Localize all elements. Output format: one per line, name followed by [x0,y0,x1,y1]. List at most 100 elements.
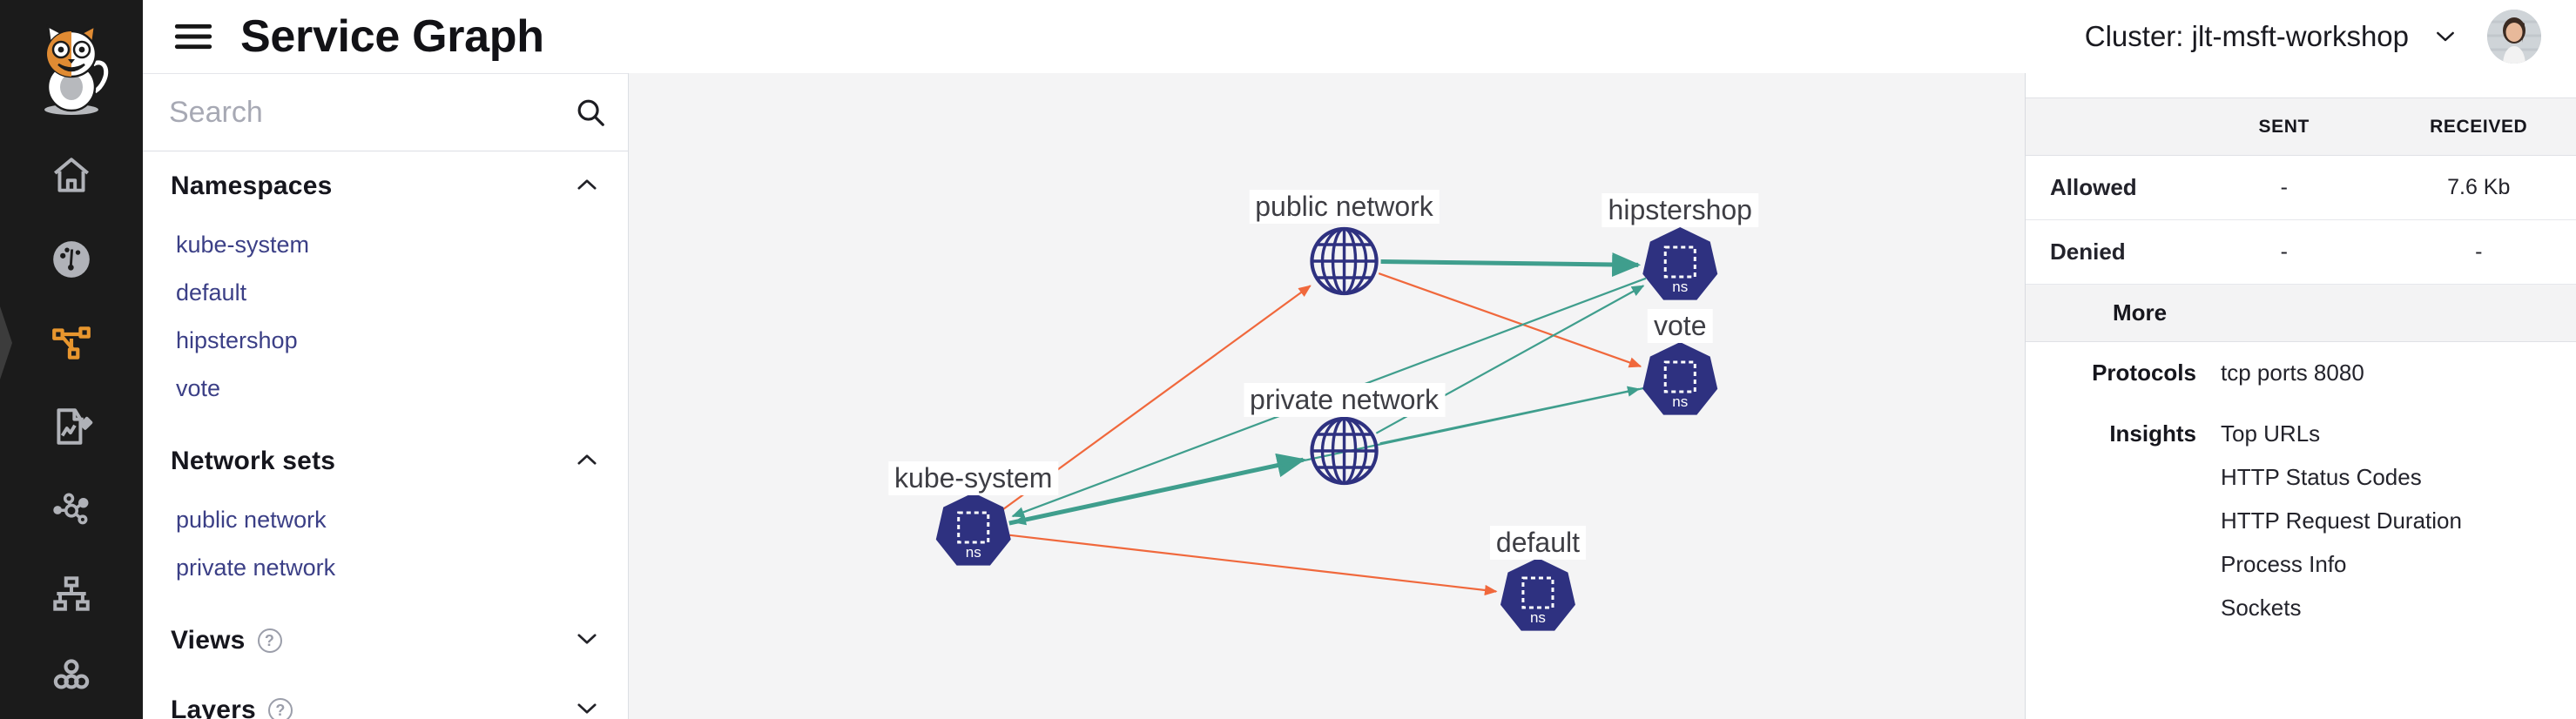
namespace-link-kube-system[interactable]: kube-system [176,232,310,258]
sitemap-icon [50,572,93,615]
column-header-sent: SENT [2187,97,2382,156]
section-title-wrap: Views ? [171,626,282,655]
graph-node-vote[interactable]: ns [1642,342,1718,415]
search-icon[interactable] [574,96,607,129]
row-label-allowed: Allowed [2026,155,2187,220]
insight-process-info[interactable]: Process Info [2221,551,2347,577]
insight-http-status-codes[interactable]: HTTP Status Codes [2221,464,2422,490]
chevron-down-icon[interactable] [572,694,602,719]
filter-panel: Namespaces kube-system default hipstersh… [143,0,654,719]
row-label-denied: Denied [2026,219,2187,285]
graph-node-kube-system[interactable]: ns [935,493,1011,566]
top-header: Service Graph Cluster: jlt-msft-workshop [143,0,2576,73]
node-sublabel: ns [1530,609,1546,626]
graph-node-default[interactable]: ns [1500,558,1575,631]
question-circle-icon[interactable]: ? [267,698,293,719]
chevron-up-icon[interactable] [572,170,602,204]
section-title: Namespaces [171,171,333,200]
insight-top-urls[interactable]: Top URLs [2221,420,2321,447]
sidebar-item-home[interactable] [0,134,143,218]
graph-node-label-default: default [1489,526,1586,560]
avatar[interactable] [2487,10,2541,64]
table-row: Allowed - 7.6 Kb [2026,155,2576,220]
service-graph-canvas[interactable]: Namespaces from 15 minutes to 0 minutes … [629,0,2026,719]
section-header-network-sets[interactable]: Network sets [143,427,628,496]
section-title: Views [171,626,246,655]
cluster-nodes-icon [50,655,93,699]
section-body-namespaces: kube-system default hipstershop vote [143,221,628,427]
traffic-table: SENT RECEIVED Allowed - 7.6 Kb Denied - … [2026,97,2576,285]
graph-edge[interactable] [1380,252,1642,277]
node-sublabel: ns [1672,393,1688,410]
graph-edge[interactable] [1009,534,1498,596]
protocols-row: Protocols tcp ports 8080 [2026,342,2576,403]
graph-node-hipstershop[interactable]: ns [1642,227,1718,300]
calico-cat-logo[interactable] [0,0,143,134]
section-views: Views ? [143,606,628,675]
column-header-received: RECEIVED [2381,97,2576,156]
more-section-header[interactable]: More [2026,285,2576,342]
cell-allowed-received: 7.6 Kb [2381,155,2576,220]
graph-node-public-network[interactable] [1310,226,1379,296]
cell-denied-received: - [2381,219,2576,285]
section-title: Layers [171,695,256,719]
dashboard-gauge-icon [50,238,93,281]
insights-row: Insights Top URLs HTTP Status Codes HTTP… [2026,403,2576,638]
graph-edge[interactable] [1378,272,1642,368]
namespace-link-default[interactable]: default [176,279,247,306]
graph-node-private-network[interactable] [1310,416,1379,486]
chevron-up-icon[interactable] [572,445,602,479]
cluster-selector-label[interactable]: Cluster: jlt-msft-workshop [2084,20,2409,52]
policy-edit-icon [50,405,93,448]
protocols-value-list: tcp ports 8080 [2221,360,2364,403]
rail-item-list [0,134,143,719]
section-title-wrap: Layers ? [171,695,293,719]
insight-http-request-duration[interactable]: HTTP Request Duration [2221,507,2462,534]
namespace-link-vote[interactable]: vote [176,375,221,401]
left-icon-rail [0,0,143,719]
protocols-value: tcp ports 8080 [2221,360,2364,386]
insights-list: Top URLs HTTP Status Codes HTTP Request … [2221,420,2462,638]
search-input[interactable] [169,95,555,130]
question-circle-icon[interactable]: ? [257,628,282,653]
graph-node-label-public-network: public network [1249,190,1440,224]
page-title: Service Graph [240,11,544,62]
table-header-row: SENT RECEIVED [2026,97,2576,156]
graph-node-label-private-network: private network [1244,383,1446,417]
section-header-views[interactable]: Views ? [143,606,628,675]
namespace-link-hipstershop[interactable]: hipstershop [176,327,298,353]
node-sublabel: ns [1672,279,1688,295]
table-row: Denied - - [2026,219,2576,285]
section-header-namespaces[interactable]: Namespaces [143,151,628,221]
chevron-down-icon[interactable] [2431,23,2459,50]
network-topology-icon [50,488,93,532]
graph-node-label-kube-system: kube-system [888,461,1059,495]
node-sublabel: ns [966,544,981,561]
section-network-sets: Network sets public network private netw… [143,427,628,606]
sidebar-item-nodes[interactable] [0,468,143,552]
service-graph-icon [50,321,93,365]
sidebar-item-dashboard[interactable] [0,218,143,301]
section-layers: Layers ? [143,675,628,719]
cell-denied-sent: - [2187,219,2382,285]
sidebar-item-endpoints[interactable] [0,552,143,635]
sidebar-item-cluster[interactable] [0,635,143,719]
insight-sockets[interactable]: Sockets [2221,595,2302,621]
section-body-network-sets: public network private network [143,496,628,606]
protocols-label: Protocols [2092,360,2196,386]
sidebar-item-policies[interactable] [0,385,143,468]
networkset-link-private-network[interactable]: private network [176,554,336,581]
section-header-layers[interactable]: Layers ? [143,675,628,719]
chevron-down-icon[interactable] [572,624,602,658]
details-panel: public network hipstershop SENT RECEIVED… [2026,0,2576,719]
graph-node-label-vote: vote [1648,309,1713,343]
graph-edges-and-nodes: ns ns ns ns [935,226,1718,631]
hamburger-icon[interactable] [169,12,218,61]
section-namespaces: Namespaces kube-system default hipstersh… [143,151,628,427]
networkset-link-public-network[interactable]: public network [176,507,327,533]
column-header-blank [2026,97,2187,156]
section-title: Network sets [171,447,336,475]
graph-edge[interactable] [1013,386,1645,526]
sidebar-item-service-graph[interactable] [0,301,143,385]
graph-node-label-hipstershop: hipstershop [1602,193,1758,227]
